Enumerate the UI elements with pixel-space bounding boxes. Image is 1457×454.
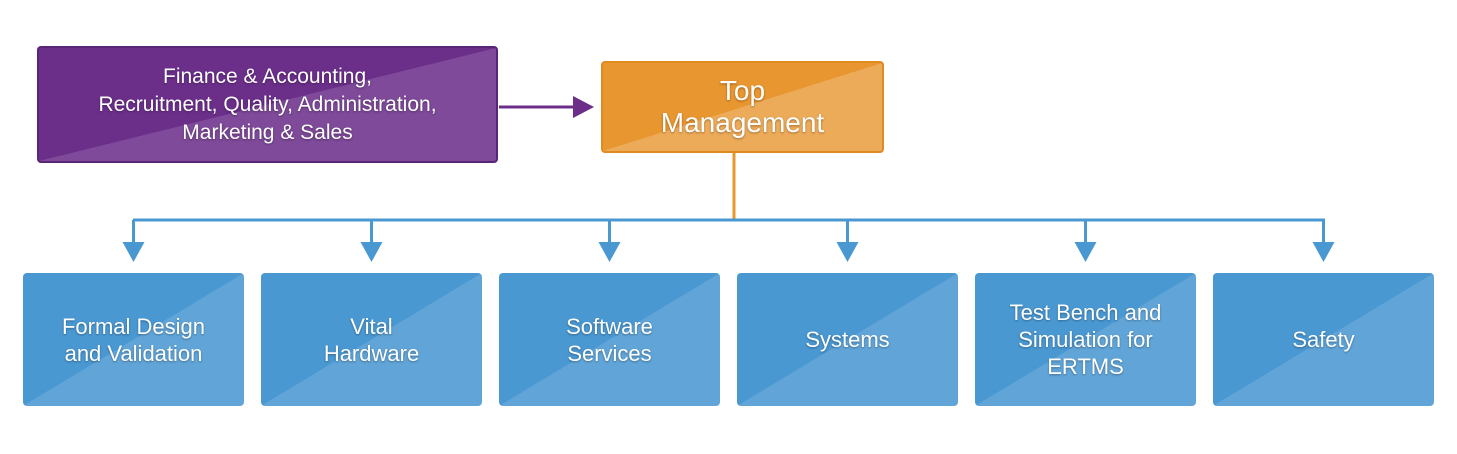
dept-sheen bbox=[975, 273, 1196, 406]
dept-software-services-box: Software Services bbox=[499, 273, 720, 406]
top-line-1: Top bbox=[719, 75, 766, 106]
top-management-label: Top Management bbox=[661, 75, 824, 139]
dept-line: Vital bbox=[350, 313, 393, 339]
dept-line: Systems bbox=[805, 327, 890, 352]
top-box-sheen bbox=[603, 63, 882, 151]
dept-safety-label: Safety bbox=[1282, 326, 1364, 353]
drop-arrowhead bbox=[598, 242, 621, 262]
drop-arrowhead bbox=[360, 242, 383, 262]
top-line-2: Management bbox=[660, 107, 825, 138]
dept-sheen bbox=[1213, 273, 1434, 406]
dept-vital-hardware-box: Vital Hardware bbox=[261, 273, 482, 406]
dept-software-services-label: Software Services bbox=[556, 313, 663, 367]
dept-line: Simulation for bbox=[1018, 327, 1153, 352]
dept-formal-design-label: Formal Design and Validation bbox=[52, 313, 215, 367]
support-line-1: Finance & Accounting, bbox=[163, 64, 372, 88]
drop-arrowhead bbox=[122, 242, 145, 262]
support-line-3: Marketing & Sales bbox=[182, 120, 353, 144]
support-functions-label: Finance & Accounting, Recruitment, Quali… bbox=[98, 63, 436, 147]
dept-vital-hardware-label: Vital Hardware bbox=[314, 313, 429, 367]
dept-line: Test Bench and bbox=[1009, 300, 1162, 325]
dept-sheen bbox=[261, 273, 482, 406]
support-box-sheen bbox=[39, 48, 496, 161]
dept-systems-box: Systems bbox=[737, 273, 958, 406]
drop-arrowhead bbox=[1312, 242, 1335, 262]
dept-line: Services bbox=[567, 340, 652, 366]
drop-arrowhead bbox=[836, 242, 859, 262]
dept-line: Hardware bbox=[323, 340, 420, 366]
support-functions-box: Finance & Accounting, Recruitment, Quali… bbox=[37, 46, 498, 163]
dept-line: ERTMS bbox=[1047, 354, 1124, 379]
drop-arrowhead bbox=[1074, 242, 1097, 262]
support-arrowhead bbox=[573, 96, 594, 118]
dept-formal-design-box: Formal Design and Validation bbox=[23, 273, 244, 406]
dept-sheen bbox=[23, 273, 244, 406]
dept-test-bench-label: Test Bench and Simulation for ERTMS bbox=[1000, 299, 1172, 380]
dept-sheen bbox=[737, 273, 958, 406]
dept-line: Software bbox=[566, 313, 653, 339]
support-line-2: Recruitment, Quality, Administration, bbox=[98, 92, 437, 116]
dept-sheen bbox=[499, 273, 720, 406]
dept-line: and Validation bbox=[64, 340, 203, 366]
dept-safety-box: Safety bbox=[1213, 273, 1434, 406]
dept-systems-label: Systems bbox=[795, 326, 899, 353]
top-management-box: Top Management bbox=[601, 61, 884, 153]
dept-line: Safety bbox=[1292, 327, 1355, 352]
dept-line: Formal Design bbox=[61, 313, 206, 339]
dept-test-bench-box: Test Bench and Simulation for ERTMS bbox=[975, 273, 1196, 406]
